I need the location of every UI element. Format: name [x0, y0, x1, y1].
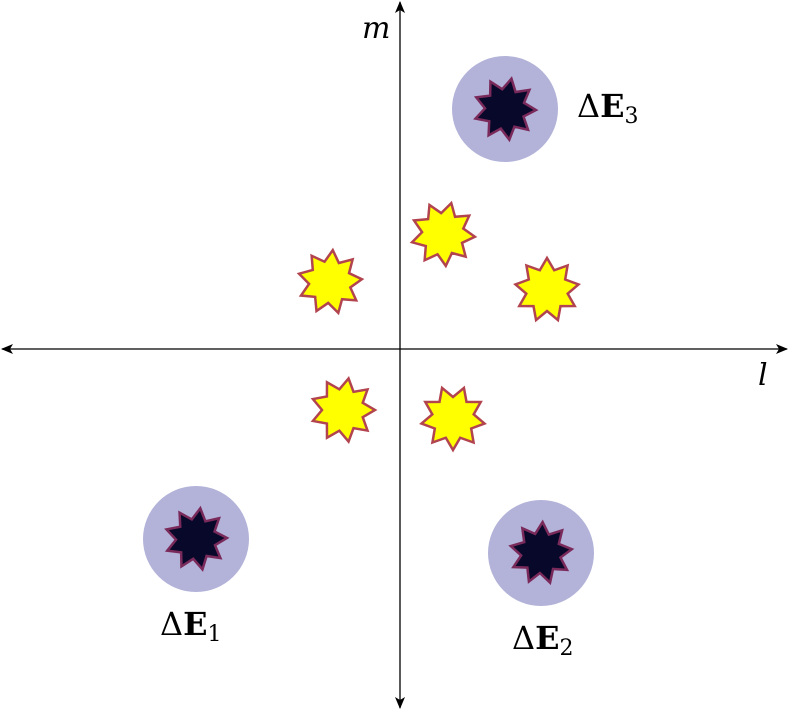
region-3-dark-source [473, 76, 539, 143]
region-1: ΔE1 [143, 486, 249, 647]
region-2-dark-source [508, 519, 575, 586]
bright-source [419, 385, 487, 453]
bright-source [409, 200, 478, 269]
bright-source [296, 247, 365, 316]
region-3-label: ΔE3 [577, 87, 639, 129]
bright-source [310, 376, 378, 444]
x-axis-label: l [758, 358, 768, 393]
region-3: ΔE3 [452, 56, 639, 162]
y-axis-label: m [362, 11, 390, 46]
bright-source [513, 255, 581, 323]
region-1-dark-source [164, 505, 230, 572]
region-2-label: ΔE2 [512, 619, 574, 661]
region-1-label: ΔE1 [160, 605, 222, 647]
region-2: ΔE2 [488, 500, 594, 661]
